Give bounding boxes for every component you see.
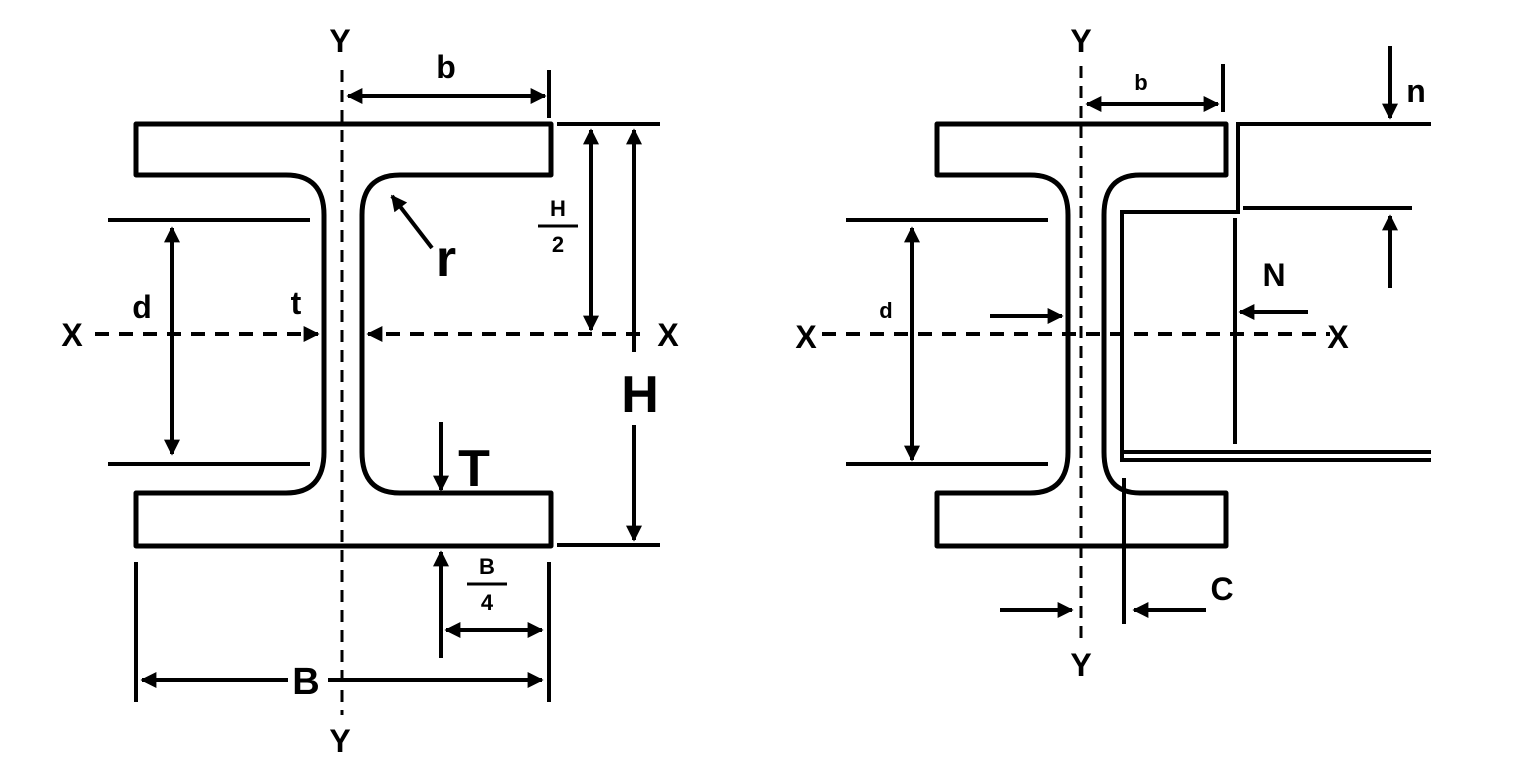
left-big-b-label: B [292,661,319,703]
right-y-bottom-label: Y [1070,647,1091,683]
left-half-h-numerator: H [550,196,566,221]
left-dimension-lines [95,70,660,715]
left-y-bottom-label: Y [329,723,350,759]
left-r-leader [390,194,434,250]
left-t-flange-label: T [458,440,490,498]
left-figure [133,121,554,549]
left-y-top-label: Y [329,23,350,59]
right-i-section-outline [934,121,1229,549]
left-t-label: t [291,285,302,321]
left-x-right-label: X [657,317,679,353]
left-i-section-outline [133,121,554,549]
right-d-label: d [879,298,892,323]
right-y-top-label: Y [1070,23,1091,59]
left-quarter-b-denominator: 4 [481,590,494,615]
right-n-label: n [1406,73,1426,109]
left-r-label: r [436,230,456,288]
left-half-h-denominator: 2 [552,232,564,257]
right-x-left-label: X [795,319,817,355]
right-dimension-lines [822,46,1431,640]
left-h-label: H [621,366,659,424]
right-x-right-label: X [1327,319,1349,355]
right-b-label: b [1134,70,1147,95]
left-quarter-b-numerator: B [479,554,495,579]
right-inner-plate-line [1120,122,1431,462]
left-x-left-label: X [61,317,83,353]
right-N-label: N [1262,257,1285,293]
right-figure [934,121,1229,549]
left-b-label: b [436,49,456,85]
right-c-label: C [1210,571,1233,607]
left-d-label: d [132,289,152,325]
